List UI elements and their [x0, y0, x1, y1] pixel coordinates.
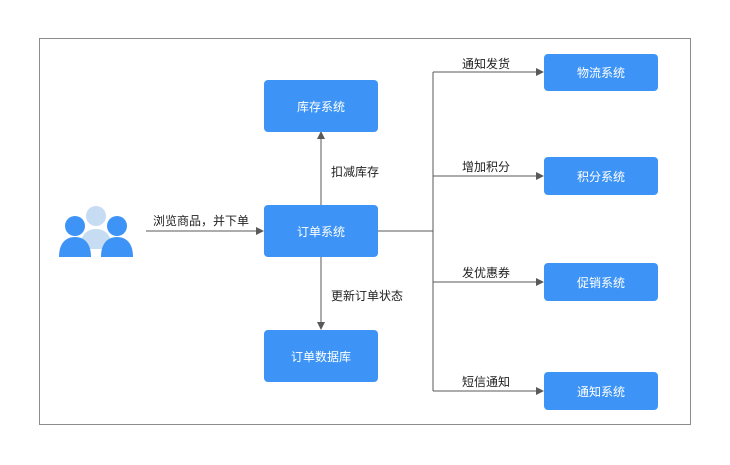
- edge-label-add-points: 增加积分: [462, 160, 511, 174]
- order-system-node: 订单系统: [264, 205, 378, 257]
- order-database-node: 订单数据库: [264, 330, 378, 382]
- edge-label-notify-shipping: 通知发货: [462, 57, 511, 71]
- edge-label-sms-notification: 短信通知: [462, 375, 511, 389]
- edge-label-update-order-status: 更新订单状态: [331, 289, 404, 303]
- diagram-frame: [39, 38, 691, 425]
- edge-label-browse-and-order: 浏览商品，并下单: [153, 214, 250, 228]
- logistics-system-node: 物流系统: [544, 54, 658, 91]
- promotion-system-node: 促销系统: [544, 263, 658, 301]
- inventory-system-node: 库存系统: [264, 80, 378, 132]
- points-system-node: 积分系统: [544, 157, 658, 195]
- edge-label-deduct-inventory: 扣减库存: [331, 165, 380, 179]
- users-icon: [59, 206, 133, 257]
- notification-system-node: 通知系统: [544, 372, 658, 410]
- edge-label-issue-coupon: 发优惠券: [462, 266, 511, 280]
